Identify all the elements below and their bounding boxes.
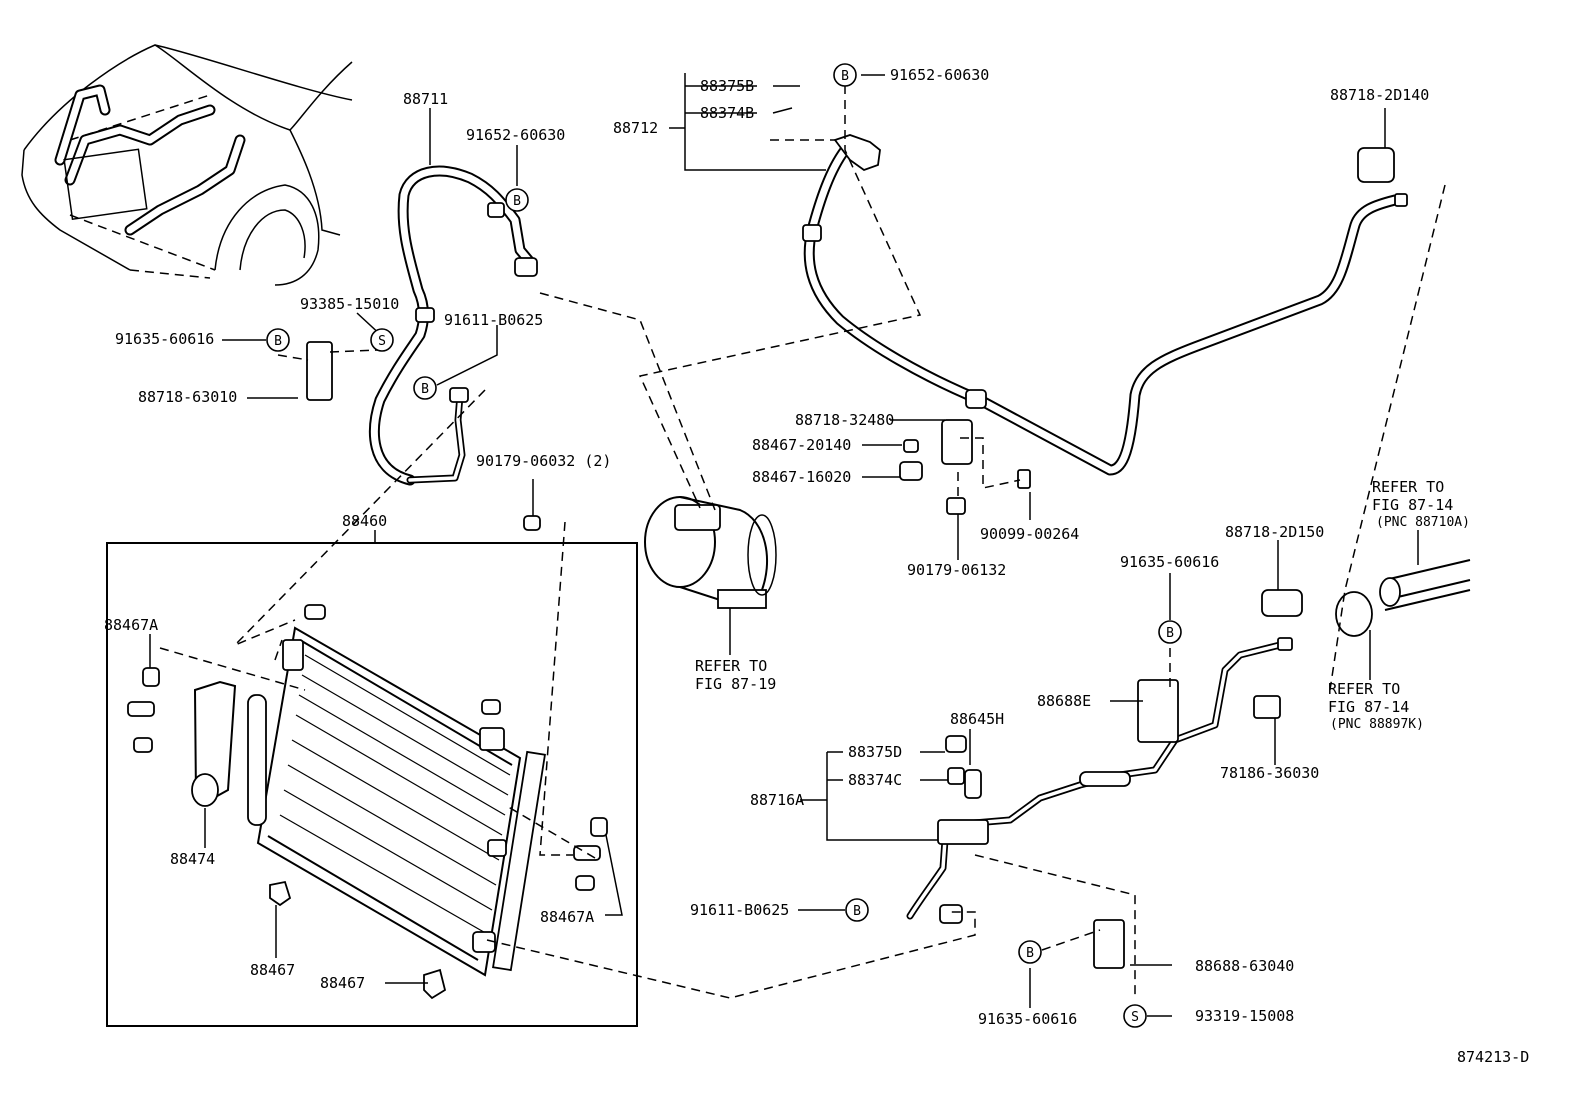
svg-text:B: B (1166, 626, 1174, 641)
leader-lines (149, 73, 1419, 1017)
bolt-symbol: B (413, 376, 437, 400)
label-88460[interactable]: 88460 (342, 512, 387, 530)
svg-text:B: B (841, 69, 849, 84)
svg-text:FIG 87-14: FIG 87-14 (1372, 496, 1453, 514)
label-91635-60616-mid[interactable]: 91635-60616 (1120, 553, 1219, 571)
figure-number: 874213-D (1457, 1048, 1529, 1066)
vehicle-locator-sketch (21, 44, 353, 286)
label-88711[interactable]: 88711 (403, 90, 448, 108)
screw-symbol: S (1123, 1004, 1147, 1028)
label-88374b[interactable]: 88374B (700, 104, 754, 122)
svg-text:B: B (513, 194, 521, 209)
suction-hose-88712[interactable] (802, 134, 1408, 476)
svg-text:REFER TO: REFER TO (695, 657, 767, 675)
condenser-assembly-88460[interactable] (106, 515, 638, 1027)
svg-text:FIG 87-14: FIG 87-14 (1328, 698, 1409, 716)
bolt-symbol: B (845, 898, 869, 922)
svg-text:(PNC 88710A): (PNC 88710A) (1376, 515, 1470, 530)
label-88688-63040[interactable]: 88688-63040 (1195, 957, 1294, 975)
svg-text:(PNC 88897K): (PNC 88897K) (1330, 717, 1424, 732)
refer-note-88710a[interactable]: REFER TO FIG 87-14 (PNC 88710A) (1372, 478, 1470, 530)
label-88467-bottom[interactable]: 88467 (320, 974, 365, 992)
screw-symbol: S (370, 328, 394, 352)
label-91635-60616-left[interactable]: 91635-60616 (115, 330, 214, 348)
label-93319-15008[interactable]: 93319-15008 (1195, 1007, 1294, 1025)
liquid-tube-88716a[interactable] (906, 637, 1293, 924)
label-88718-63010[interactable]: 88718-63010 (138, 388, 237, 406)
label-88718-32480[interactable]: 88718-32480 (795, 411, 894, 429)
svg-text:B: B (853, 904, 861, 919)
label-88718-2d140[interactable]: 88718-2D140 (1330, 86, 1429, 104)
bolt-symbol: B (833, 63, 857, 87)
label-88467-20140[interactable]: 88467-20140 (752, 436, 851, 454)
bolt-symbol: B (505, 188, 529, 212)
svg-text:B: B (274, 334, 282, 349)
label-91652-60630-left[interactable]: 91652-60630 (466, 126, 565, 144)
refer-note-compressor[interactable]: REFER TO FIG 87-19 (695, 657, 776, 693)
label-88688e[interactable]: 88688E (1037, 692, 1091, 710)
label-91611-b0625-bottom[interactable]: 91611-B0625 (690, 901, 789, 919)
svg-text:FIG 87-19: FIG 87-19 (695, 675, 776, 693)
label-88712[interactable]: 88712 (613, 119, 658, 137)
clamps-and-brackets (306, 147, 1471, 969)
label-91611-b0625-top[interactable]: 91611-B0625 (444, 311, 543, 329)
label-91635-60616-bottom[interactable]: 91635-60616 (978, 1010, 1077, 1028)
compressor (644, 496, 777, 609)
bolt-symbol: B (1018, 940, 1042, 964)
label-93385-15010[interactable]: 93385-15010 (300, 295, 399, 313)
label-88375d[interactable]: 88375D (848, 743, 902, 761)
label-90099-00264[interactable]: 90099-00264 (980, 525, 1079, 543)
svg-text:B: B (1026, 946, 1034, 961)
label-88474[interactable]: 88474 (170, 850, 215, 868)
svg-text:S: S (1131, 1010, 1139, 1025)
condenser-fins (279, 654, 511, 936)
svg-text:B: B (421, 382, 429, 397)
label-88645h[interactable]: 88645H (950, 710, 1004, 728)
connection-dashed-lines (159, 85, 1446, 1000)
part-labels: 88711 91652-60630 93385-15010 91611-B062… (104, 66, 1529, 1066)
refer-note-88897k[interactable]: REFER TO FIG 87-14 (PNC 88897K) (1328, 680, 1424, 732)
label-91652-60630-top[interactable]: 91652-60630 (890, 66, 989, 84)
bolt-symbol: B (1158, 620, 1182, 644)
discharge-hose-88711[interactable] (369, 165, 538, 486)
label-88467-left[interactable]: 88467 (250, 961, 295, 979)
label-88467-16020[interactable]: 88467-16020 (752, 468, 851, 486)
svg-text:REFER TO: REFER TO (1372, 478, 1444, 496)
label-90179-06032[interactable]: 90179-06032 (2) (476, 452, 611, 470)
label-88467a-right[interactable]: 88467A (540, 908, 594, 926)
svg-text:S: S (378, 334, 386, 349)
label-78186-36030[interactable]: 78186-36030 (1220, 764, 1319, 782)
svg-text:REFER TO: REFER TO (1328, 680, 1400, 698)
label-88718-2d150[interactable]: 88718-2D150 (1225, 523, 1324, 541)
label-90179-06132[interactable]: 90179-06132 (907, 561, 1006, 579)
label-88374c[interactable]: 88374C (848, 771, 902, 789)
label-88716a[interactable]: 88716A (750, 791, 804, 809)
label-88375b[interactable]: 88375B (700, 77, 754, 95)
label-88467a-left[interactable]: 88467A (104, 616, 158, 634)
bolt-symbol: B (266, 328, 290, 352)
